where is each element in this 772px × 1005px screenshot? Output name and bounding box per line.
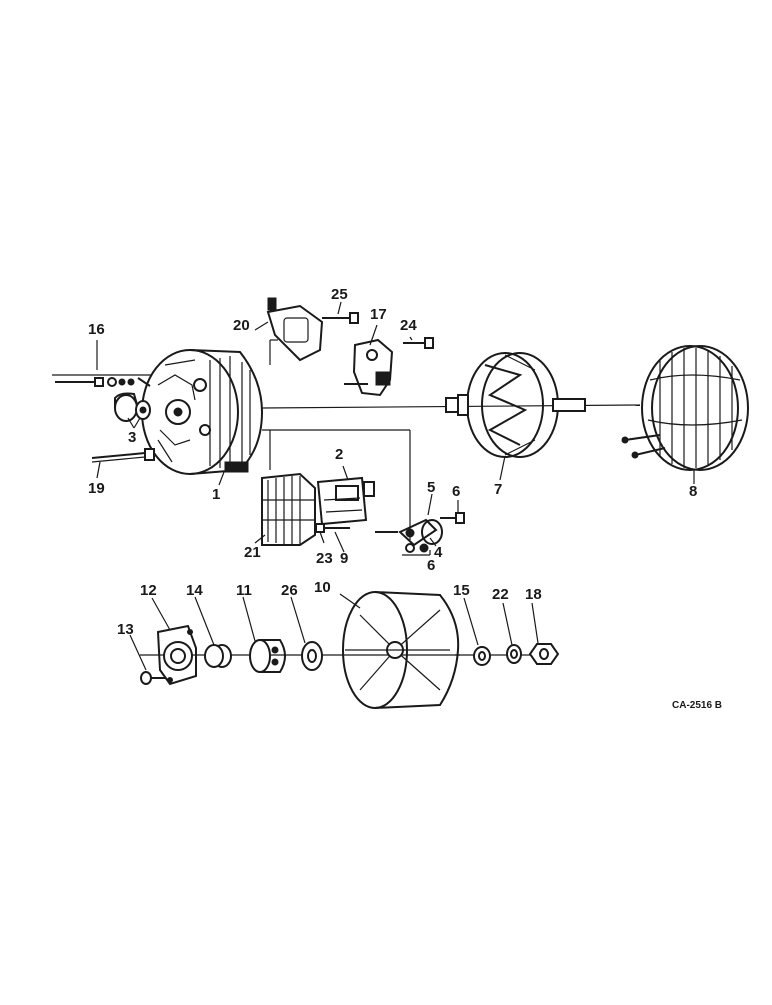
slip-ring-end-frame: [141, 349, 264, 475]
washer: [506, 644, 522, 664]
callout-13: 13: [117, 621, 134, 638]
callout-12: 12: [140, 582, 157, 599]
callout-20: 20: [233, 317, 250, 334]
screw-23: [315, 523, 350, 533]
callout-1: 1: [212, 486, 221, 503]
callout-3: 3: [128, 429, 137, 446]
collar: [473, 646, 491, 666]
screw-13: [140, 671, 166, 685]
stator: [621, 345, 749, 471]
spacer: [204, 644, 232, 668]
drive-end-bearing: [249, 639, 286, 673]
terminal-bolt-kit: [52, 374, 152, 387]
figure-reference-code: CA-2516 B: [672, 700, 723, 711]
callout-23: 23: [316, 550, 333, 567]
callout-21: 21: [244, 544, 261, 561]
callout-11: 11: [236, 582, 252, 599]
callout-5: 5: [427, 479, 436, 496]
callout-2: 2: [335, 446, 344, 463]
callout-6-upper: 6: [452, 483, 461, 500]
rotor: [445, 352, 586, 458]
callout-18: 18: [525, 586, 542, 603]
callout-9: 9: [340, 550, 349, 567]
callout-7: 7: [494, 481, 503, 498]
callout-leaders: [96, 301, 695, 671]
screw-24: [403, 337, 434, 349]
mounting-bracket: [266, 297, 324, 362]
nut: [528, 643, 560, 665]
callout-8: 8: [689, 483, 698, 500]
screw-6-lower: [402, 543, 430, 556]
rectifier-heat-sink: [261, 472, 316, 546]
callout-19: 19: [88, 480, 105, 497]
diode-bracket: [344, 338, 394, 397]
callout-17: 17: [370, 306, 387, 323]
screw-6-upper: [440, 512, 465, 524]
callout-16: 16: [88, 321, 105, 338]
callout-24: 24: [400, 317, 417, 334]
capacitor: [375, 518, 443, 547]
screw-25: [322, 312, 359, 324]
seal: [301, 641, 323, 671]
callout-14: 14: [186, 582, 203, 599]
callout-26: 26: [281, 582, 298, 599]
callout-22: 22: [492, 586, 509, 603]
callout-4: 4: [434, 544, 443, 561]
bearing-part: [114, 392, 151, 422]
callout-6-lower: 6: [427, 557, 436, 574]
callout-15: 15: [453, 582, 470, 599]
retainer-plate: [156, 624, 197, 686]
callout-25: 25: [331, 286, 348, 303]
brush-holder: [316, 476, 375, 526]
drive-end-frame: [342, 591, 460, 709]
through-bolt: [91, 448, 155, 463]
callout-10: 10: [314, 579, 331, 596]
